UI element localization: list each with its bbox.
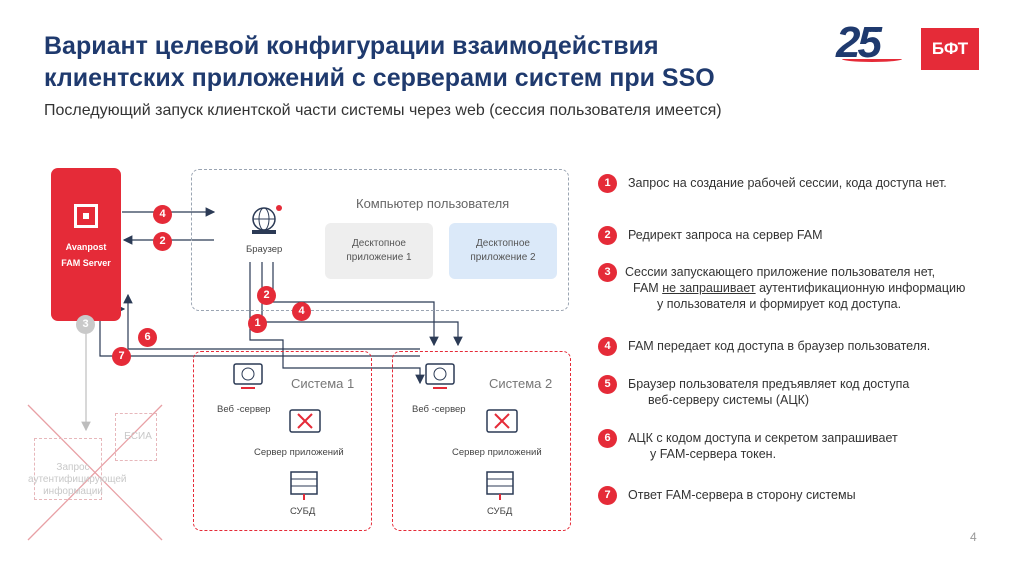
step-5-line2: веб-серверу системы (АЦК) xyxy=(648,393,810,407)
diagram-badge-1: 1 xyxy=(248,314,267,333)
step-3-line1: Сессии запускающего приложение пользоват… xyxy=(625,265,936,279)
desktop-app-2: Десктопное приложение 2 xyxy=(449,223,557,279)
database-icon-1 xyxy=(290,471,318,500)
system-2-frame xyxy=(392,351,571,531)
system-2-web-label: Веб -сервер xyxy=(412,404,466,415)
step-badge: 7 xyxy=(598,486,617,505)
step-3-line2-post: аутентификационную информацию xyxy=(759,281,966,295)
web-server-icon-1 xyxy=(233,363,263,389)
step-badge: 5 xyxy=(598,375,617,394)
brand-logo: БФТ xyxy=(921,28,979,70)
step-text: Ответ FAM-сервера в сторону системы xyxy=(628,488,856,502)
badge-3-gray: 3 xyxy=(76,315,95,334)
step-5-line1: Браузер пользователя предъявляет код дос… xyxy=(628,377,910,391)
step-badge: 4 xyxy=(598,337,617,356)
fam-name-line2: FAM Server xyxy=(61,258,111,268)
step-badge: 2 xyxy=(598,226,617,245)
diagram-badge-2-mid: 2 xyxy=(257,286,276,305)
step-text: FAM передает код доступа в браузер польз… xyxy=(628,339,931,353)
auth-request-label: Запрос аутентифицирующей информации xyxy=(28,462,127,497)
anniversary-logo: 25 ЛЕТ xyxy=(836,18,906,68)
logo-swoosh xyxy=(842,56,902,62)
app-server-icon-2 xyxy=(486,409,518,433)
user-computer-label: Компьютер пользователя xyxy=(356,196,510,211)
avanpost-logo-icon xyxy=(74,204,98,228)
step-6-line1: АЦК с кодом доступа и секретом запрашива… xyxy=(628,431,898,445)
web-server-icon-2 xyxy=(425,363,455,389)
app-server-icon-1 xyxy=(289,409,321,433)
step-text: Сессии запускающего приложение пользоват… xyxy=(625,264,1024,312)
fam-server-block: Avanpost FAM Server xyxy=(51,168,121,321)
slide-title: Вариант целевой конфигурации взаимодейст… xyxy=(44,32,715,92)
diagram-badge-6: 6 xyxy=(138,328,157,347)
esia-label: ЕСИА xyxy=(124,431,152,442)
step-6-line2: у FAM-сервера токен. xyxy=(650,447,777,461)
step-badge: 1 xyxy=(598,174,617,193)
system-1-frame xyxy=(193,351,372,531)
diagram-badge-2-top: 2 xyxy=(153,232,172,251)
diagram-badge-4-mid: 4 xyxy=(292,302,311,321)
browser-label: Браузер xyxy=(246,244,283,255)
system-1-web-label: Веб -сервер xyxy=(217,404,271,415)
diagram-badge-7: 7 xyxy=(112,347,131,366)
step-text: Браузер пользователя предъявляет код дос… xyxy=(628,376,1024,408)
system-2-db-label: СУБД xyxy=(487,506,513,517)
system-1-app-label: Сервер приложений xyxy=(254,447,344,458)
step-text: Редирект запроса на сервер FAM xyxy=(628,228,823,242)
browser-globe-icon xyxy=(252,205,282,234)
database-icon-2 xyxy=(486,471,514,500)
system-1-db-label: СУБД xyxy=(290,506,316,517)
step-3-line3: у пользователя и формирует код доступа. xyxy=(657,297,902,311)
slide-subtitle: Последующий запуск клиентской части сист… xyxy=(44,102,722,119)
system-2-app-label: Сервер приложений xyxy=(452,447,542,458)
step-text: АЦК с кодом доступа и секретом запрашива… xyxy=(628,430,1024,462)
diagram-badge-4-top: 4 xyxy=(153,205,172,224)
desktop-app-1: Десктопное приложение 1 xyxy=(325,223,433,279)
user-computer-frame xyxy=(191,169,569,311)
system-1-label: Система 1 xyxy=(291,376,355,391)
page-number: 4 xyxy=(970,530,977,544)
step-badge: 3 xyxy=(598,263,617,282)
logo-small-text: ЛЕТ xyxy=(870,28,882,34)
system-2-label: Система 2 xyxy=(489,376,553,391)
step-3-line2-underlined: не запрашивает xyxy=(662,281,756,295)
esia-box xyxy=(115,413,157,461)
fam-name-line1: Avanpost xyxy=(65,242,107,252)
step-text: Запрос на создание рабочей сессии, кода … xyxy=(628,176,947,190)
step-badge: 6 xyxy=(598,429,617,448)
auth-request-box xyxy=(34,438,102,500)
step-3-line2-pre: FAM xyxy=(633,281,659,295)
